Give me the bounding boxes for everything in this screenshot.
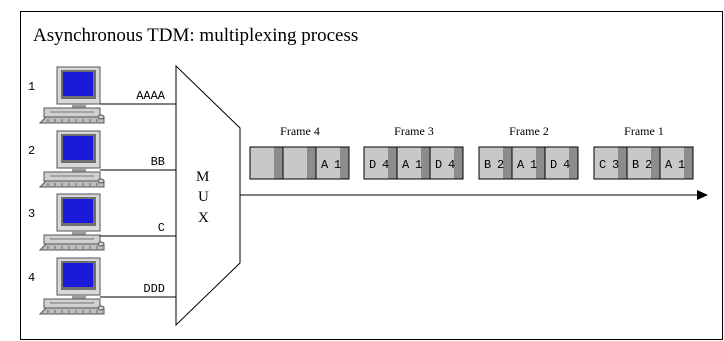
- computer-data-label: C: [158, 221, 165, 235]
- slot-address: B: [484, 158, 491, 172]
- slot-address: A: [665, 158, 673, 172]
- mux-label-u: U: [198, 189, 209, 205]
- computer-2: 2BB: [28, 130, 176, 188]
- computer-icon: [38, 257, 105, 315]
- slot-data: 2: [645, 158, 652, 172]
- slot-address: A: [517, 158, 525, 172]
- slot-data: 3: [612, 158, 619, 172]
- slot-address: D: [550, 158, 557, 172]
- slot-data: 4: [563, 158, 570, 172]
- computer-icon: [38, 193, 105, 251]
- computer-icon: [38, 130, 105, 188]
- slot-address: D: [435, 158, 442, 172]
- frame-label: Frame 4: [280, 124, 320, 138]
- slot-data: 4: [382, 158, 389, 172]
- slot-data: 1: [415, 158, 422, 172]
- mux-label-m: M: [196, 169, 209, 185]
- frame-slot: [282, 146, 317, 180]
- slot-data: 1: [530, 158, 537, 172]
- computer-number-label: 3: [28, 207, 35, 221]
- slot-data: 1: [334, 158, 341, 172]
- computer-3: 3C: [28, 193, 176, 251]
- frame-label: Frame 2: [509, 124, 549, 138]
- diagram-title: Asynchronous TDM: multiplexing process: [33, 25, 359, 46]
- slot-address: A: [402, 158, 410, 172]
- computer-number-label: 2: [28, 144, 35, 158]
- slot-data: 1: [678, 158, 685, 172]
- frame-label: Frame 3: [394, 124, 434, 138]
- slot-address: D: [369, 158, 376, 172]
- computer-number-label: 4: [28, 271, 35, 285]
- slot-address: B: [632, 158, 639, 172]
- mux-label-x: X: [198, 210, 209, 226]
- frame-slot: [249, 146, 284, 180]
- mux-block: [175, 64, 241, 327]
- output-arrow-icon: [697, 190, 708, 200]
- frame-label: Frame 1: [624, 124, 664, 138]
- computer-data-label: DDD: [143, 282, 165, 296]
- slot-data: 4: [448, 158, 455, 172]
- computer-data-label: BB: [151, 155, 165, 169]
- computer-icon: [38, 66, 105, 124]
- slot-data: 2: [497, 158, 504, 172]
- slot-address: A: [321, 158, 329, 172]
- slot-address: C: [599, 158, 606, 172]
- computer-number-label: 1: [28, 80, 35, 94]
- computer-data-label: AAAA: [136, 89, 166, 103]
